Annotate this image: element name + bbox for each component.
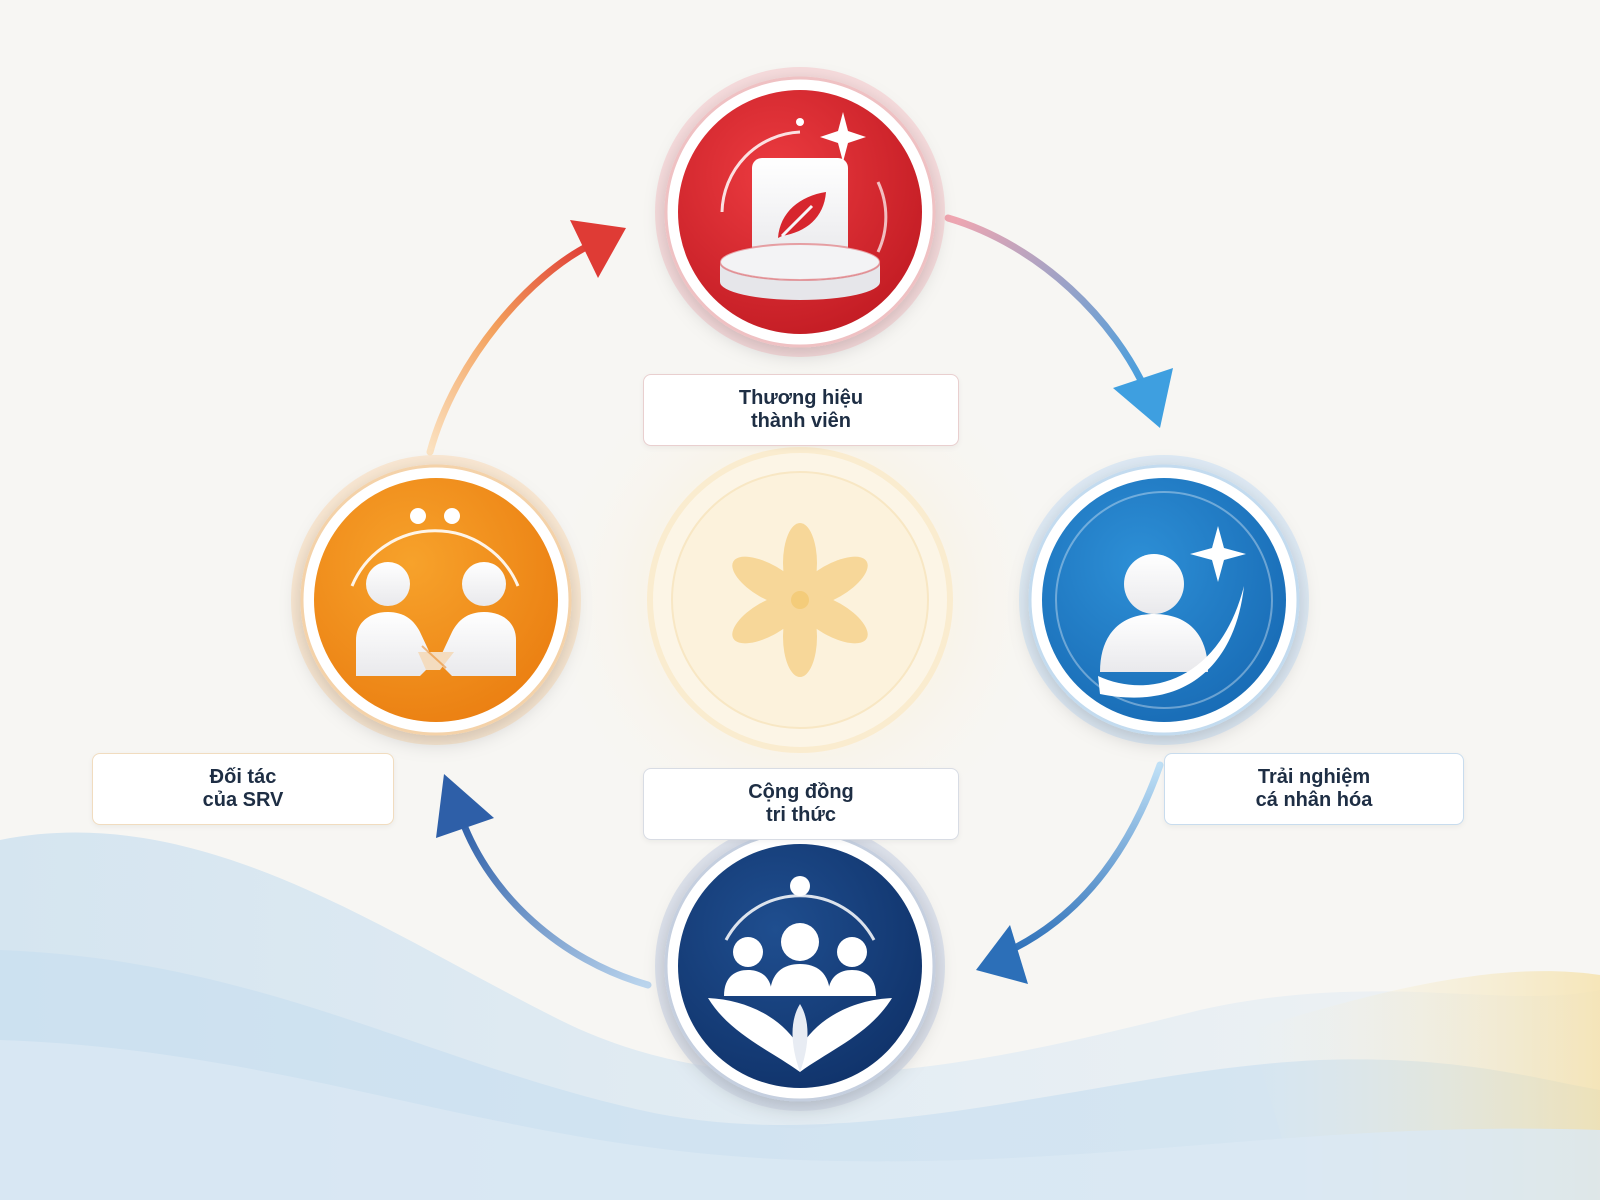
leaf-box-pedestal-icon — [719, 112, 888, 300]
handshake-icon — [350, 508, 520, 676]
arrow-partner-to-brand — [426, 220, 626, 456]
node-partner[interactable] — [291, 455, 581, 745]
node-community[interactable] — [655, 821, 945, 1111]
arrow-brand-to-personal — [944, 214, 1173, 428]
label-partner-line1: Đối tác — [209, 766, 277, 788]
arrow-community-to-partner — [436, 774, 652, 989]
label-personal: Trải nghiệm cá nhân hóa — [1164, 753, 1464, 825]
node-personal[interactable] — [1019, 455, 1309, 745]
flower-icon — [732, 523, 868, 677]
person-sparkle-icon — [1055, 491, 1273, 709]
label-partner-line2: của SRV — [202, 789, 284, 811]
label-community: Cộng đồng tri thức — [643, 768, 959, 840]
arrow-personal-to-community — [976, 761, 1164, 984]
label-partner: Đối tác của SRV — [92, 753, 394, 825]
label-community-line2: tri thức — [765, 804, 837, 826]
label-personal-line1: Trải nghiệm — [1257, 766, 1371, 788]
label-personal-line2: cá nhân hóa — [1255, 789, 1373, 811]
label-brand-line1: Thương hiệu — [738, 387, 864, 409]
label-brand: Thương hiệu thành viên — [643, 374, 959, 446]
label-community-line1: Cộng đồng — [748, 781, 854, 803]
center-node — [647, 447, 953, 753]
people-group-leaf-icon — [708, 876, 892, 1072]
node-brand[interactable] — [655, 67, 945, 357]
label-brand-line2: thành viên — [750, 410, 851, 432]
